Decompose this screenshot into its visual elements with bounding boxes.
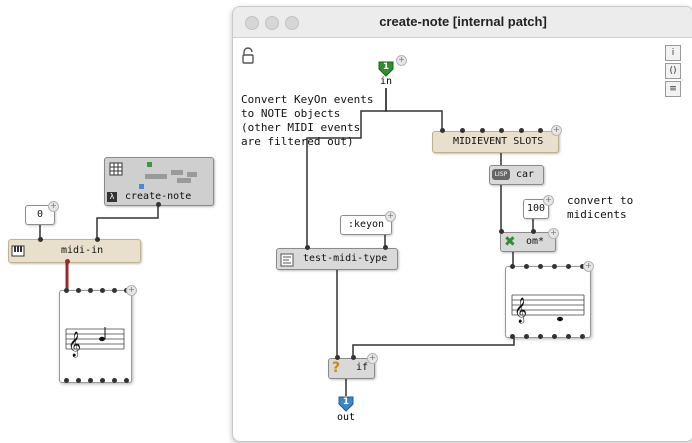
- add-input-button[interactable]: +: [543, 195, 554, 206]
- score-inlet[interactable]: [88, 288, 93, 293]
- midievent-slots-box[interactable]: MIDIEVENT SLOTS: [432, 131, 559, 153]
- add-input-button[interactable]: +: [583, 261, 594, 272]
- out-label: out: [337, 412, 356, 423]
- question-icon: ?: [332, 360, 341, 376]
- midi-in-port-value[interactable]: 0: [25, 205, 55, 225]
- score-outlet[interactable]: [524, 334, 529, 339]
- lambda-icon: λ: [107, 192, 117, 202]
- car-label: car: [516, 169, 535, 180]
- test-midi-type-inlet[interactable]: [383, 245, 388, 250]
- close-window-button[interactable]: [245, 16, 259, 30]
- test-midi-type-inlet[interactable]: [305, 245, 310, 250]
- midievent-inlet[interactable]: [499, 128, 504, 133]
- score-outlet[interactable]: [538, 334, 543, 339]
- midi-in-icon: [11, 243, 25, 257]
- score-inlet[interactable]: [538, 264, 543, 269]
- add-input-button[interactable]: +: [126, 285, 137, 296]
- add-input-button[interactable]: +: [48, 201, 59, 212]
- value-100-box[interactable]: 100: [523, 199, 549, 219]
- score-outlet[interactable]: [100, 378, 105, 383]
- out-number: 1: [342, 397, 350, 407]
- if-inlet[interactable]: [351, 355, 356, 360]
- add-input-button[interactable]: +: [551, 125, 562, 136]
- staff-treble-clef-icon: 𝄞: [511, 294, 585, 323]
- test-midi-type-label: test-midi-type: [303, 253, 388, 264]
- score-outlet[interactable]: [580, 334, 585, 339]
- om-times-box[interactable]: ✖ om*: [500, 232, 556, 252]
- midievent-slots-label: MIDIEVENT SLOTS: [453, 136, 544, 147]
- internal-patch-window: create-note [internal patch] i () ≡ 1 + …: [232, 6, 692, 442]
- car-box[interactable]: LISP car: [489, 165, 544, 185]
- midievent-inlet[interactable]: [538, 128, 543, 133]
- score-outlet[interactable]: [112, 378, 117, 383]
- midievent-inlet[interactable]: [519, 128, 524, 133]
- comment-midicents: convert to midicents: [567, 194, 634, 221]
- create-note-box[interactable]: λ create-note: [104, 157, 214, 206]
- comment-keyon: Convert KeyOn events to NOTE objects (ot…: [241, 93, 374, 148]
- score-outlet[interactable]: [64, 378, 69, 383]
- in-label: in: [380, 76, 393, 87]
- score-outlet[interactable]: [124, 378, 129, 383]
- grid-icon: [109, 161, 123, 180]
- midievent-inlet[interactable]: [480, 128, 485, 133]
- score-inlet[interactable]: [64, 288, 69, 293]
- create-note-outlet[interactable]: [156, 202, 161, 207]
- score-outlet[interactable]: [88, 378, 93, 383]
- window-titlebar: create-note [internal patch]: [233, 7, 692, 38]
- if-label: if: [356, 362, 369, 373]
- lisp-code-button[interactable]: (): [665, 63, 681, 79]
- list-view-button[interactable]: ≡: [665, 81, 681, 97]
- output-arrow-icon[interactable]: [337, 396, 355, 412]
- score-inlet[interactable]: [552, 264, 557, 269]
- add-input-button[interactable]: +: [396, 55, 407, 66]
- score-outlet[interactable]: [510, 334, 515, 339]
- midi-in-inlet-2[interactable]: [95, 237, 100, 242]
- test-midi-type-box[interactable]: test-midi-type: [276, 248, 398, 270]
- patch-preview-icon: [127, 160, 207, 194]
- score-inlet[interactable]: [100, 288, 105, 293]
- score-inlet[interactable]: [510, 264, 515, 269]
- score-outlet[interactable]: [566, 334, 571, 339]
- score-inlet[interactable]: [580, 264, 585, 269]
- create-note-label: create-note: [125, 191, 192, 202]
- om-times-label: om*: [526, 236, 545, 247]
- svg-text:𝄞: 𝄞: [514, 297, 527, 323]
- if-inlet[interactable]: [335, 355, 340, 360]
- in-number: 1: [382, 62, 390, 72]
- midievent-inlet[interactable]: [460, 128, 465, 133]
- score-inlet[interactable]: [566, 264, 571, 269]
- add-input-button[interactable]: +: [548, 228, 559, 239]
- window-title: create-note [internal patch]: [379, 14, 547, 29]
- multiply-icon: ✖: [504, 234, 516, 250]
- staff-treble-clef-icon: 𝄞: [65, 327, 125, 357]
- midi-in-label: midi-in: [61, 245, 104, 256]
- add-input-button[interactable]: +: [385, 211, 396, 222]
- midi-in-inlet-1[interactable]: [38, 237, 43, 242]
- input-arrow-icon[interactable]: [377, 61, 395, 77]
- score-outlet[interactable]: [552, 334, 557, 339]
- score-inlet[interactable]: [112, 288, 117, 293]
- score-outlet[interactable]: [76, 378, 81, 383]
- minimize-window-button[interactable]: [265, 16, 279, 30]
- keyon-value-box[interactable]: :keyon: [340, 215, 392, 235]
- score-display-box[interactable]: 𝄞: [59, 290, 132, 383]
- score-inlet[interactable]: [76, 288, 81, 293]
- lisp-badge-icon: LISP: [492, 169, 510, 180]
- midi-in-outlet[interactable]: [65, 259, 70, 264]
- om-times-inlet[interactable]: [531, 229, 536, 234]
- score-display-box[interactable]: 𝄞: [505, 266, 591, 338]
- info-button[interactable]: i: [665, 45, 681, 61]
- lock-icon[interactable]: [241, 47, 255, 65]
- svg-text:𝄞: 𝄞: [68, 331, 81, 357]
- zoom-window-button[interactable]: [285, 16, 299, 30]
- internal-patch-connections: [306, 88, 534, 396]
- midievent-inlet[interactable]: [440, 128, 445, 133]
- score-inlet[interactable]: [524, 264, 529, 269]
- function-icon: [280, 252, 294, 271]
- midi-in-box[interactable]: midi-in: [8, 239, 141, 263]
- om-times-inlet[interactable]: [499, 229, 504, 234]
- add-input-button[interactable]: +: [367, 353, 378, 364]
